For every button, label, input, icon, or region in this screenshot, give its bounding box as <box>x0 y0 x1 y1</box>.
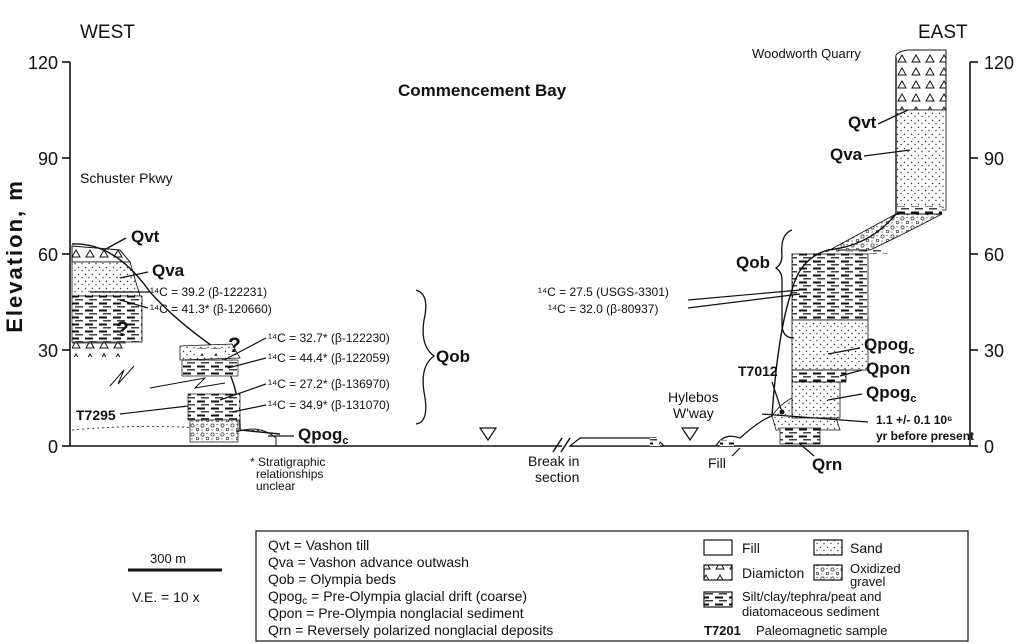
right-tick-0: 0 <box>984 437 994 457</box>
west-question-mark-2: ? <box>228 334 241 357</box>
legend: Qvt = Vashon till Qva = Vashon advance o… <box>256 531 968 641</box>
west-qpog-code: Qpog <box>298 425 342 444</box>
legend-silt-label-1: Silt/clay/tephra/peat and <box>742 589 881 604</box>
left-tick-60: 60 <box>38 245 58 265</box>
legend-unit-qva: Qva = Vashon advance outwash <box>268 554 469 570</box>
legend-silt-label-2: diatomaceous sediment <box>742 604 880 619</box>
west-qvt-label: Qvt <box>131 227 160 246</box>
y-axis-label: Elevation, m <box>2 179 27 333</box>
right-tick-120: 120 <box>984 53 1014 73</box>
legend-fill-label: Fill <box>742 540 760 556</box>
right-tick-90: 90 <box>984 149 1004 169</box>
east-label: EAST <box>918 22 968 43</box>
east-date-1: ¹⁴C = 27.5 (USGS-3301) <box>538 285 669 299</box>
east-fill-label: Fill <box>708 455 726 471</box>
legend-diamicton-swatch <box>704 565 732 580</box>
legend-paleomagnetic-code: T7201 <box>704 623 741 638</box>
left-tick-0: 0 <box>48 437 58 457</box>
east-dates: ¹⁴C = 27.5 (USGS-3301) ¹⁴C = 32.0 (β-809… <box>538 285 800 316</box>
legend-paleomagnetic-label: Paleomagnetic sample <box>756 623 888 638</box>
east-qob-label: Qob <box>736 253 770 272</box>
right-tick-30: 30 <box>984 341 1004 361</box>
east-qpog-upper-sub: c <box>908 345 914 357</box>
scale-bar-label: 300 m <box>150 551 186 566</box>
legend-unit-qpon: Qpon = Pre-Olympia nonglacial sediment <box>268 605 524 621</box>
right-tick-60: 60 <box>984 245 1004 265</box>
commencement-bay-label: Commencement Bay <box>398 81 567 100</box>
legend-silt-swatch <box>704 592 732 607</box>
west-date-5: ¹⁴C = 27.2* (β-136970) <box>268 377 390 391</box>
legend-oxidized-label-2: gravel <box>850 574 886 589</box>
west-date-6: ¹⁴C = 34.9* (β-131070) <box>268 398 390 412</box>
west-qva-label: Qva <box>152 261 185 280</box>
legend-diamicton-label: Diamicton <box>742 565 804 581</box>
west-label: WEST <box>80 22 135 43</box>
legend-sand-swatch <box>814 540 842 555</box>
hylebos-label: Hylebos <box>668 389 719 405</box>
legend-fill-swatch <box>704 540 732 555</box>
east-qrn-label: Qrn <box>812 455 842 474</box>
break-label-1: Break in <box>528 453 579 469</box>
east-column <box>772 50 946 444</box>
footnote-line-3: unclear <box>256 479 295 493</box>
west-qpog-sub: c <box>342 435 348 447</box>
east-qpon-label: Qpon <box>866 359 910 378</box>
legend-sand-label: Sand <box>850 540 883 556</box>
west-sample-label: T7295 <box>76 407 116 423</box>
legend-unit-qob: Qob = Olympia beds <box>268 571 396 587</box>
left-axis: 120 90 60 30 0 <box>28 53 70 457</box>
east-qpog-upper-label: Qpogc <box>864 335 915 357</box>
west-qob-label: Qob <box>436 347 470 366</box>
vertical-exaggeration-label: V.E. = 10 x <box>132 589 200 605</box>
east-qva-label: Qva <box>830 145 863 164</box>
west-date-3: ¹⁴C = 32.7* (β-122230) <box>268 331 390 345</box>
right-axis: 120 90 60 30 0 <box>970 53 1014 457</box>
west-qpog-label: Qpogc <box>298 425 349 447</box>
schuster-pkwy-label: Schuster Pkwy <box>80 170 173 186</box>
legend-unit-qrn: Qrn = Reversely polarized nonglacial dep… <box>268 622 553 638</box>
legend-unit-qvt: Qvt = Vashon till <box>268 537 369 553</box>
woodworth-quarry-label: Woodworth Quarry <box>752 46 861 61</box>
age-note-line-1: 1.1 +/- 0.1 10⁶ <box>876 413 953 427</box>
west-date-2: ¹⁴C = 41.3* (β-120660) <box>150 302 272 316</box>
west-date-4: ¹⁴C = 44.4* (β-122059) <box>268 351 390 365</box>
east-qpog-lower-code: Qpog <box>866 383 910 402</box>
left-tick-30: 30 <box>38 341 58 361</box>
east-qpog-upper-code: Qpog <box>864 335 908 354</box>
left-tick-90: 90 <box>38 149 58 169</box>
age-note-line-2: yr before present <box>876 429 974 443</box>
west-date-1: ¹⁴C = 39.2 (β-122231) <box>150 285 267 299</box>
left-tick-120: 120 <box>28 53 58 73</box>
break-label-2: section <box>535 469 579 485</box>
water-level-marker-2 <box>682 428 698 440</box>
east-sample-label: T7012 <box>738 363 778 379</box>
west-question-mark-1: ? <box>116 318 129 341</box>
fill-deposit <box>570 438 664 446</box>
east-qpog-lower-sub: c <box>910 393 916 405</box>
hylebos-wway-label: W'way <box>673 405 714 421</box>
east-qpog-lower-label: Qpogc <box>866 383 917 405</box>
east-qvt-label: Qvt <box>848 113 877 132</box>
legend-oxidized-gravel-swatch <box>814 565 842 580</box>
water-level-marker-1 <box>480 428 496 440</box>
east-date-2: ¹⁴C = 32.0 (β-80937) <box>548 302 658 316</box>
